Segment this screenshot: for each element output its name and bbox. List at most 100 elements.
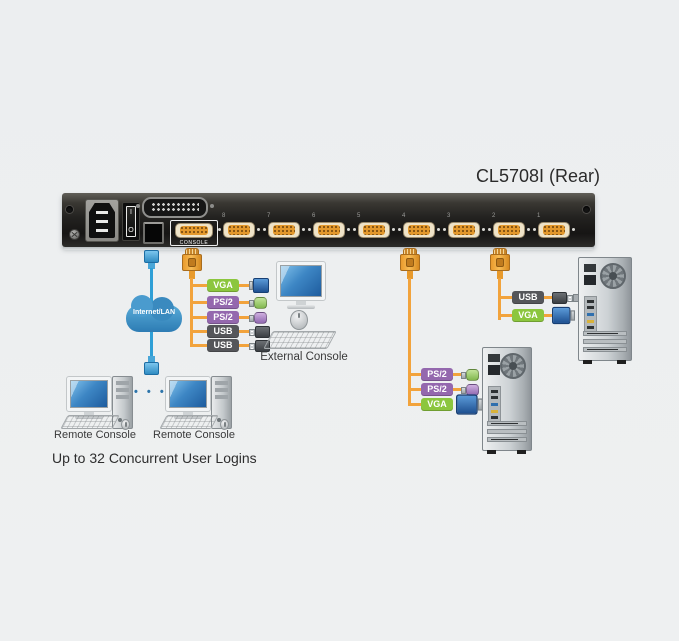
rj45-connector-icon (144, 250, 159, 269)
monitor-base (174, 415, 202, 419)
cable-segment (544, 314, 552, 317)
connector-body (182, 254, 202, 271)
psu-vent (584, 275, 596, 285)
console-vga-port (175, 223, 213, 238)
external-console-label: External Console (260, 351, 348, 363)
fan-grille (500, 353, 526, 379)
power-switch: I O (122, 202, 140, 241)
monitor-base (287, 305, 315, 309)
power-on-mark: I (130, 209, 132, 216)
keyboard (263, 331, 337, 349)
connector-body (255, 326, 270, 338)
cable-segment (544, 296, 552, 299)
psu-vent (488, 365, 500, 375)
port-number: 2 (492, 213, 496, 219)
drive-bays (116, 381, 129, 400)
kvm-port: 4 (398, 213, 435, 238)
cable-segment (239, 344, 249, 347)
expansion-slot (583, 347, 627, 352)
port-screw (136, 204, 140, 208)
rj45-cable-stub (148, 356, 155, 362)
grounding-screw (70, 230, 79, 239)
cable-segment (190, 284, 209, 287)
connector-tip (461, 371, 466, 379)
cable-segment (453, 373, 461, 376)
port-number: 8 (222, 213, 226, 219)
keyboard (159, 415, 219, 429)
mouse (121, 419, 130, 430)
power-inlet (85, 199, 119, 242)
power-inlet-pins (96, 219, 108, 223)
connector-body (254, 312, 267, 324)
connector-tip (249, 314, 254, 322)
rj45-connector-icon (144, 356, 159, 375)
kvm-port: 5 (353, 213, 390, 238)
monitor-neck (183, 412, 193, 415)
remote-monitor (165, 376, 211, 419)
connector-body (254, 297, 267, 309)
connector-tip (249, 342, 255, 350)
console-cable (190, 278, 193, 347)
ps2-connector-icon (249, 297, 267, 309)
external-monitor (276, 261, 326, 309)
cable-tag-usb: USB (207, 339, 239, 352)
monitor-screen (169, 380, 207, 408)
ps2-connector-icon (249, 312, 267, 324)
expansion-slot (487, 429, 527, 434)
port-number: 1 (537, 213, 541, 219)
cable-segment (408, 403, 422, 406)
connector-cap (493, 248, 507, 254)
connector-cap (403, 248, 417, 254)
port-number: 5 (357, 213, 361, 219)
cable-segment (190, 301, 209, 304)
connector-tip (249, 281, 253, 290)
connector-stub (407, 271, 413, 279)
drive-bays (215, 381, 228, 400)
console-port: CONSOLE (170, 220, 218, 246)
power-off-mark: O (128, 227, 134, 234)
expansion-slot (583, 331, 627, 336)
cable-segment (453, 388, 461, 391)
kvm-port: 7 (263, 213, 300, 238)
fan-grille (600, 263, 626, 289)
cable-segment (239, 284, 249, 287)
connector-body (552, 292, 567, 304)
cable-segment (190, 316, 209, 319)
port-number: 6 (312, 213, 316, 219)
monitor-base (75, 415, 103, 419)
connector-stub (189, 271, 195, 279)
computer-tower (482, 347, 532, 454)
kvm-port: 3 (443, 213, 480, 238)
cable-tag-ps2: PS/2 (207, 296, 239, 309)
connector-stub (497, 271, 503, 279)
port-number: 7 (267, 213, 271, 219)
connector-tip (567, 294, 573, 302)
console-port-label: CONSOLE (179, 240, 209, 246)
kvm-cable-connector-icon (182, 248, 202, 279)
kvm-port: 2 (488, 213, 525, 238)
power-rocker: I O (126, 206, 136, 237)
io-panel (584, 296, 597, 332)
power-socket (584, 264, 596, 272)
cable-tag-vga: VGA (421, 398, 453, 411)
monitor-neck (296, 301, 306, 305)
power-socket (488, 354, 500, 362)
cable-tag-usb: USB (512, 291, 544, 304)
page-title: CL5708I (Rear) (475, 166, 600, 186)
port-number: 4 (402, 213, 406, 219)
connector-body (255, 340, 270, 352)
kvm-cable (498, 278, 501, 320)
cable-tag-vga: VGA (512, 309, 544, 322)
connector-body (253, 278, 269, 293)
vga-connector-icon (249, 278, 269, 293)
cable-segment (408, 373, 422, 376)
expansion-slots (487, 418, 527, 442)
port-screw (210, 204, 214, 208)
cable-tag-vga: VGA (207, 279, 239, 292)
connector-body (490, 254, 510, 271)
remote-console-label: Remote Console (153, 429, 235, 441)
cable-tag-usb: USB (207, 325, 239, 338)
caption-text: Up to 32 Concurrent User Logins (52, 450, 257, 466)
monitor-frame (165, 376, 211, 412)
connector-body (552, 306, 571, 325)
